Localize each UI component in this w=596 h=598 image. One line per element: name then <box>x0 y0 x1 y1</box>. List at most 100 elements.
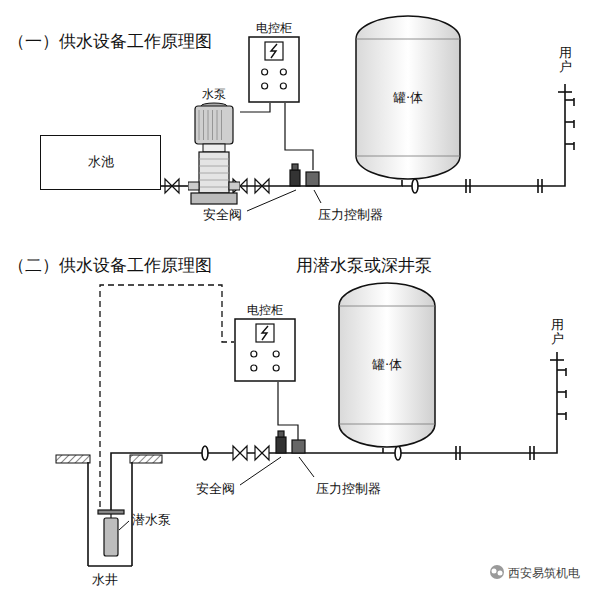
safety-valve <box>276 437 286 453</box>
pump-coupling <box>203 144 225 152</box>
pipe-joint <box>465 179 467 193</box>
cabinet-indicator <box>256 324 274 342</box>
diagram-heading: 用潜水泵或深井泵 <box>296 254 432 277</box>
water-pipe <box>161 185 188 187</box>
faucet <box>557 391 566 393</box>
faucet <box>557 369 566 371</box>
leader-line <box>299 457 314 477</box>
cabinet-drawing <box>234 318 296 382</box>
pipe-flange <box>395 446 401 460</box>
part-label: 潜水泵 <box>132 511 171 529</box>
pipe-joint <box>469 179 471 193</box>
faucet <box>573 142 575 150</box>
cabinet-button <box>262 83 268 89</box>
diagram-heading: （二）供水设备工作原理图 <box>8 254 212 277</box>
pump-drawing <box>188 102 240 205</box>
valve-symbol <box>233 446 247 460</box>
cabinet-button <box>251 365 257 371</box>
faucet <box>573 120 575 128</box>
pressure-tank: 罐·体 <box>355 15 461 180</box>
well-wall <box>87 462 89 566</box>
pump-stage <box>199 180 229 181</box>
leader-line <box>240 457 281 485</box>
cabinet-button <box>262 69 268 75</box>
faucet <box>565 390 567 398</box>
pipe-joint <box>533 446 535 460</box>
pump-base <box>191 193 237 204</box>
motor-fin <box>212 110 213 140</box>
pump-body <box>199 152 229 193</box>
motor-fin <box>203 110 204 140</box>
leader-line <box>119 521 129 530</box>
tank-outlet <box>382 448 384 453</box>
tank-body <box>339 283 435 447</box>
part-label: 压力控制器 <box>316 480 381 498</box>
supply-pipe <box>111 352 557 512</box>
node-label: 水泵 <box>188 86 240 102</box>
control-cabinet: 电控柜 <box>234 302 296 382</box>
cabinet-button <box>273 365 279 371</box>
node-label: 水池 <box>41 153 160 171</box>
control-wire <box>240 103 270 112</box>
faucet <box>565 99 574 101</box>
pipe-joint <box>529 446 531 460</box>
faucet <box>565 121 574 123</box>
cabinet-button <box>273 351 279 357</box>
water-pool-box: 水池 <box>40 135 161 190</box>
leader-line <box>247 190 296 211</box>
motor-fin <box>199 110 200 140</box>
part-label: 用户 <box>559 46 572 75</box>
faucet <box>557 413 566 415</box>
tank-seam <box>339 306 435 307</box>
safety-valve <box>278 431 284 437</box>
submersible-pump <box>110 514 111 518</box>
pressure-controller <box>292 440 305 453</box>
pipe-joint <box>537 179 539 193</box>
node-label: 电控柜 <box>248 20 300 36</box>
lightning-symbol <box>262 326 268 340</box>
tank-seam <box>356 39 460 40</box>
pump-stage <box>199 187 229 188</box>
motor-fin <box>217 110 218 140</box>
submersible-pump <box>98 510 124 514</box>
leader-line <box>314 190 321 203</box>
part-label: 用户 <box>551 318 564 347</box>
diagram-heading: （一）供水设备工作原理图 <box>8 30 212 53</box>
control-cabinet: 电控柜 <box>248 20 300 103</box>
pipe-joint <box>541 179 543 193</box>
part-label: 安全阀 <box>196 480 235 498</box>
control-wire <box>285 103 313 170</box>
well-bottom <box>88 565 132 567</box>
motor <box>195 106 233 144</box>
pressure-controller <box>306 172 319 186</box>
pipe-fitting <box>558 91 572 93</box>
cabinet-button <box>280 83 286 89</box>
safety-valve <box>292 164 298 170</box>
control-wire <box>278 382 298 440</box>
pump-inlet <box>188 182 199 190</box>
node-label: 罐·体 <box>338 356 436 374</box>
faucet <box>573 98 575 106</box>
faucet <box>565 412 567 420</box>
part-label: 水井 <box>92 571 118 589</box>
pump-stage <box>199 166 229 167</box>
pump-stage <box>199 173 229 174</box>
motor-fin <box>208 110 209 140</box>
safety-valve <box>290 170 300 186</box>
cabinet-drawing <box>248 36 300 103</box>
pipe-fitting <box>550 359 564 361</box>
pipe-flange <box>412 179 418 193</box>
motor-fin <box>221 110 222 140</box>
pressure-tank: 罐·体 <box>338 282 436 448</box>
tank-seam <box>356 156 460 157</box>
node-label: 电控柜 <box>234 302 296 318</box>
cabinet-indicator <box>265 42 283 60</box>
valve-symbol <box>255 446 269 460</box>
ground-hatch <box>56 455 90 463</box>
tank-seam <box>339 424 435 425</box>
cabinet-button <box>251 351 257 357</box>
pipe-joint <box>459 446 461 460</box>
watermark: 西安易筑机电 <box>508 565 580 582</box>
part-label: 安全阀 <box>203 206 242 224</box>
ground-hatch <box>130 455 162 463</box>
